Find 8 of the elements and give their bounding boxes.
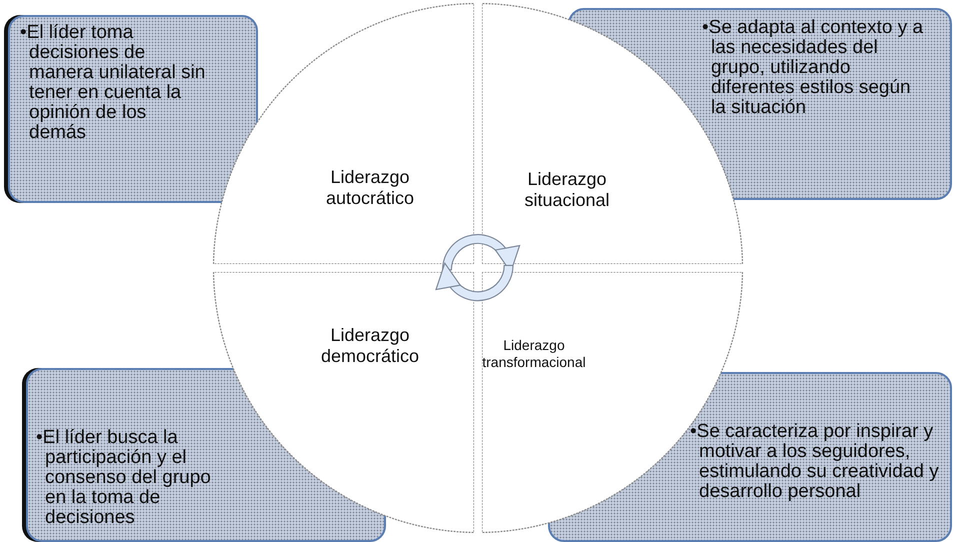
bullet-text: •El líder toma decisiones de manera unilateral sin tener en cuenta la opinión de los demás xyxy=(20,23,206,143)
bullet-text: •El líder busca la participación y el consenso del grupo en la toma de decisiones xyxy=(36,428,212,528)
segment-title: Liderazgo democrático xyxy=(320,325,420,367)
segment-title: Liderazgo situacional xyxy=(523,169,611,211)
bullet-text: •Se adapta al contexto y a las necesidades del grupo, utilizando diferentes estilos según la situación xyxy=(702,18,924,118)
segment-title: Liderazgo autocrático xyxy=(324,167,416,209)
bullet-text: •Se caracteriza por inspirar y motivar a los seguidores, estimulando su creatividad y desarrollo personal xyxy=(690,422,940,502)
segment-title: Liderazgo transformacional xyxy=(481,337,587,371)
